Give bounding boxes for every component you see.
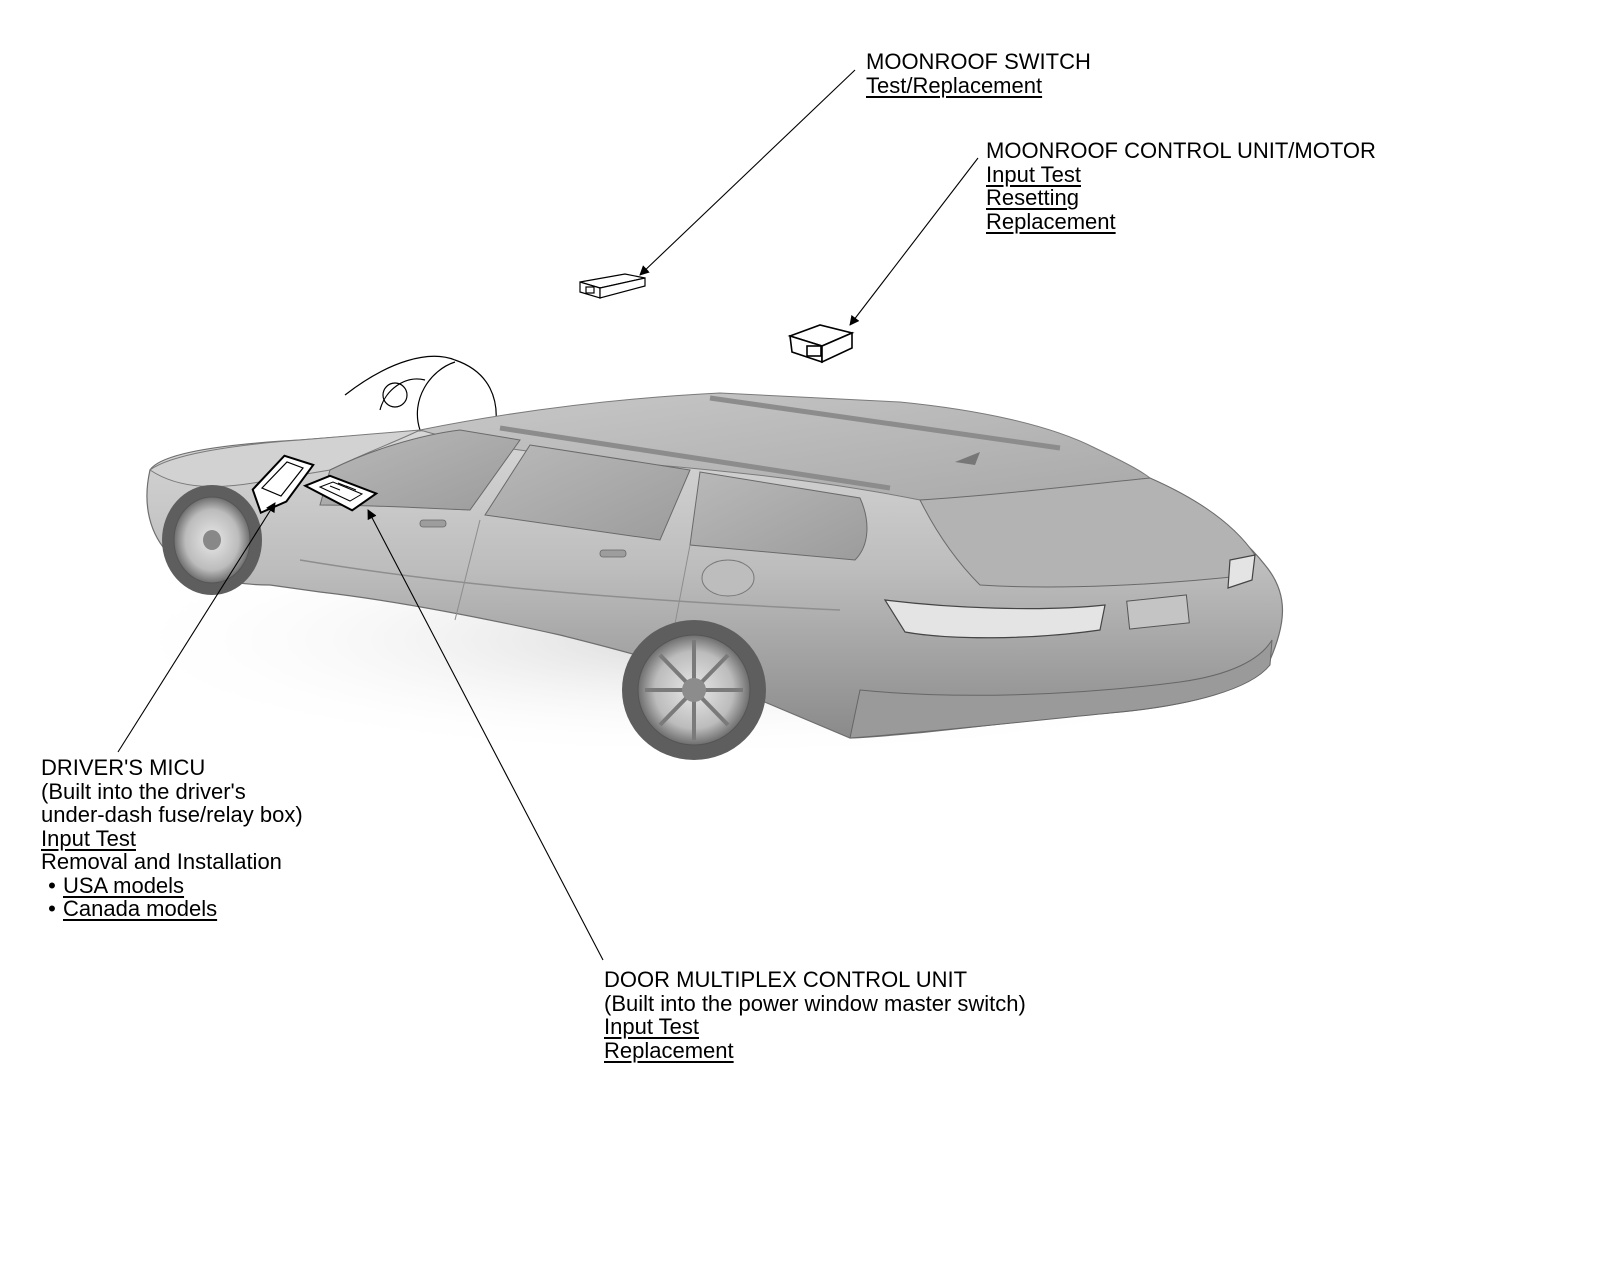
door-multiplex-title: DOOR MULTIPLEX CONTROL UNIT xyxy=(604,968,1026,992)
door-multiplex-note: (Built into the power window master swit… xyxy=(604,992,1026,1016)
usa-models-row: •USA models xyxy=(41,874,303,898)
front-wheel xyxy=(162,485,262,595)
bullet-icon: • xyxy=(41,874,63,898)
moonroof-switch-title: MOONROOF SWITCH xyxy=(866,50,1091,74)
canada-models-row: •Canada models xyxy=(41,897,303,921)
drivers-micu-note-line1: (Built into the driver's xyxy=(41,780,303,804)
drivers-micu-removal-heading: Removal and Installation xyxy=(41,850,303,874)
moonroof-control-unit-replacement-link[interactable]: Replacement xyxy=(986,210,1376,234)
license-plate xyxy=(1127,595,1190,629)
front-door-handle xyxy=(420,520,446,527)
rear-wheel xyxy=(622,620,766,760)
moonroof-control-unit-component xyxy=(790,325,852,362)
moonroof-switch-test-replacement-link[interactable]: Test/Replacement xyxy=(866,74,1091,98)
drivers-micu-title: DRIVER'S MICU xyxy=(41,756,303,780)
moonroof-switch-component xyxy=(580,274,645,298)
door-multiplex-input-test-link[interactable]: Input Test xyxy=(604,1014,699,1039)
bullet-icon: • xyxy=(41,897,63,921)
moonroof-control-unit-resetting-link[interactable]: Resetting xyxy=(986,186,1376,210)
leader-moonroof-switch xyxy=(640,70,855,275)
callout-door-multiplex: DOOR MULTIPLEX CONTROL UNIT (Built into … xyxy=(604,968,1026,1062)
fuel-door xyxy=(702,560,754,596)
steering-wheel-sketch xyxy=(345,356,496,430)
leader-moonroof-control-unit xyxy=(850,158,978,325)
door-multiplex-replacement-link[interactable]: Replacement xyxy=(604,1038,734,1063)
usa-models-link[interactable]: USA models xyxy=(63,873,184,898)
callout-moonroof-switch: MOONROOF SWITCH Test/Replacement xyxy=(866,50,1091,97)
callout-drivers-micu: DRIVER'S MICU (Built into the driver's u… xyxy=(41,756,303,921)
moonroof-control-unit-title: MOONROOF CONTROL UNIT/MOTOR xyxy=(986,139,1376,163)
rear-door-handle xyxy=(600,550,626,557)
moonroof-control-unit-input-test-link[interactable]: Input Test xyxy=(986,163,1376,187)
canada-models-link[interactable]: Canada models xyxy=(63,896,217,921)
drivers-micu-note-line2: under-dash fuse/relay box) xyxy=(41,803,303,827)
drivers-micu-input-test-link[interactable]: Input Test xyxy=(41,826,136,851)
callout-moonroof-control-unit: MOONROOF CONTROL UNIT/MOTOR Input Test R… xyxy=(986,139,1376,233)
